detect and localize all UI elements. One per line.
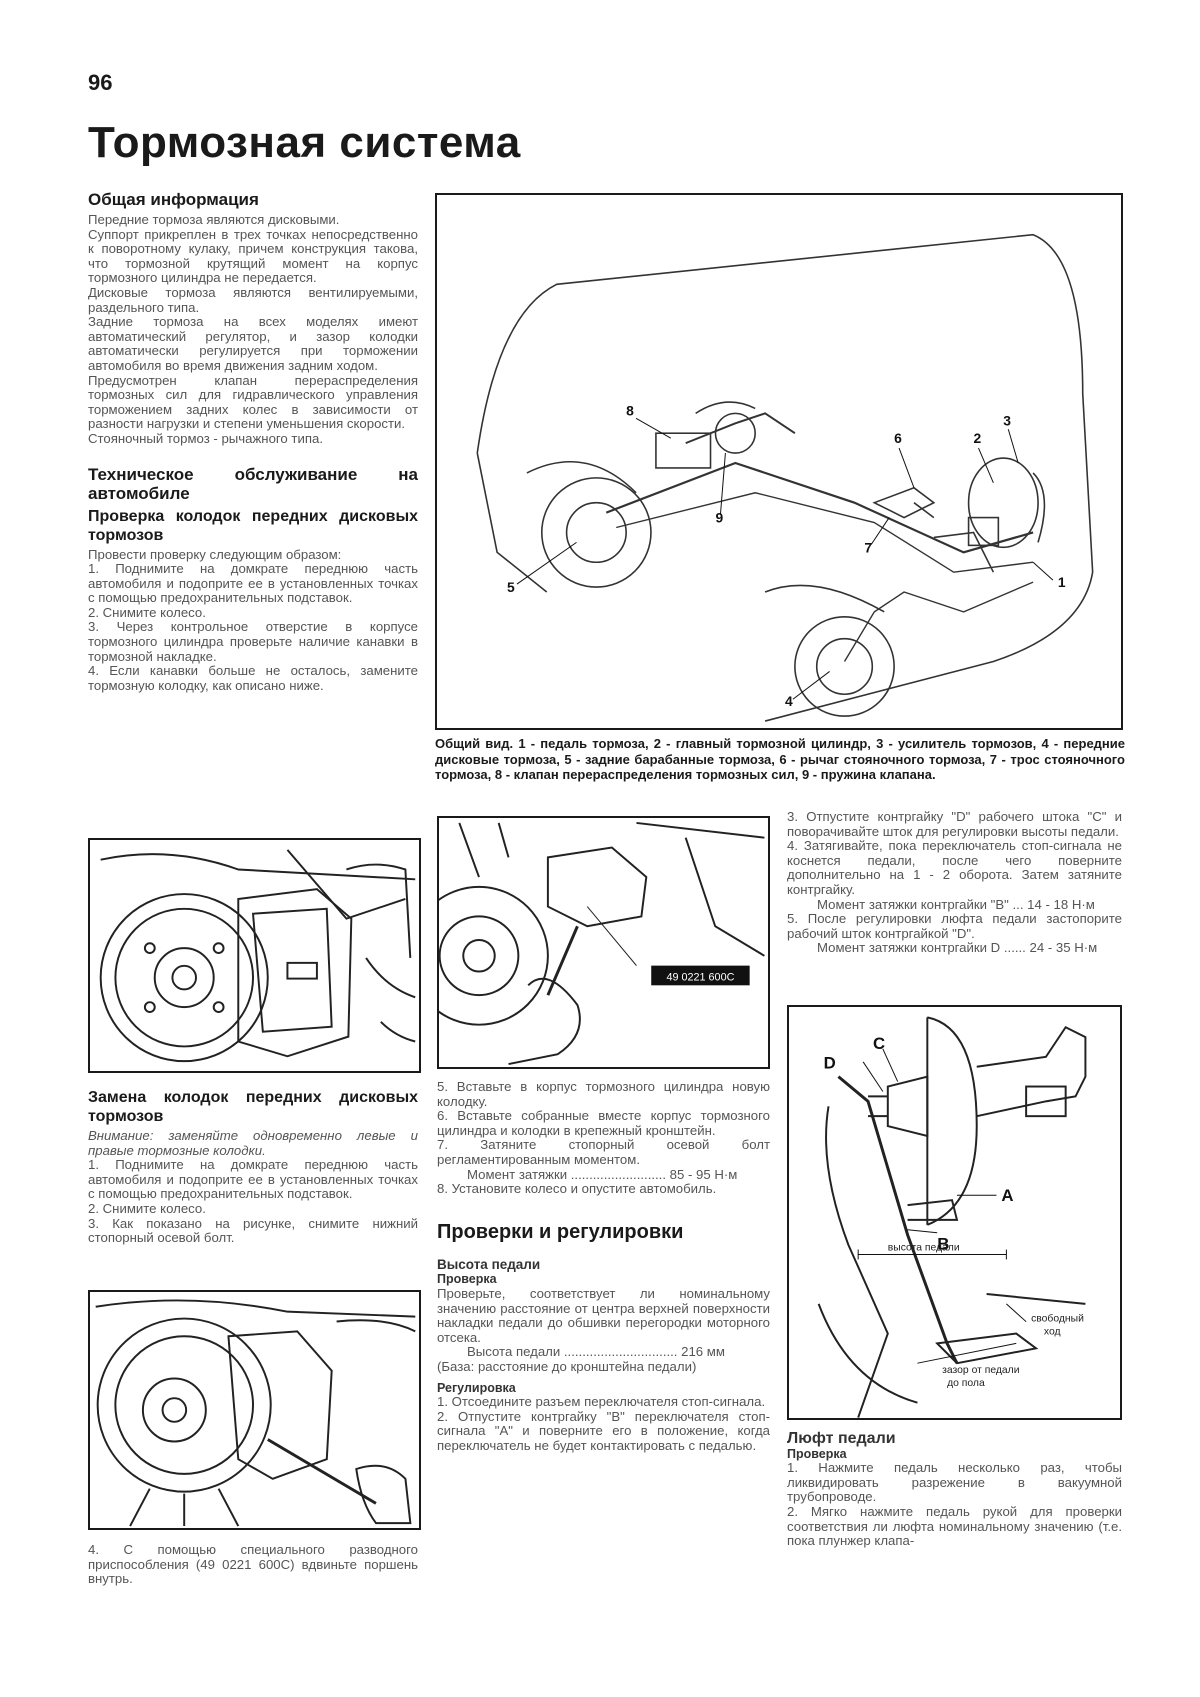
callout-7: 7 [864, 539, 872, 555]
free-play-para: 2. Мягко нажмите педаль рукой для провер… [787, 1503, 1122, 1549]
column-left-bottom: Замена колодок передних дисковых тормозо… [88, 1088, 418, 1246]
adjust-para: 1. Отсоедините разъем переключателя стоп… [437, 1394, 766, 1410]
torque-b: Момент затяжки контргайки "B" ... 14 - 1… [817, 896, 1095, 912]
general-para: Суппорт прикреплен в трех точках непосре… [88, 226, 418, 286]
check-para: Провести проверку следующим образом: [88, 546, 342, 562]
overview-caption: Общий вид. 1 - педаль тормоза, 2 - главн… [435, 736, 1125, 782]
pedal-label-b: B [937, 1235, 949, 1254]
caliper-figure [88, 838, 421, 1073]
check-text: Проверьте, соответствует ли номинальному… [437, 1285, 770, 1345]
column-left-top: Общая информация Передние тормоза являют… [88, 190, 418, 693]
brake-system-overview-figure: 1 2 3 4 5 6 7 8 9 [435, 193, 1123, 730]
base-note: (База: расстояние до кронштейна педали) [437, 1358, 697, 1374]
free-play-heading: Люфт педали [787, 1430, 896, 1447]
check-label: Проверка [437, 1272, 497, 1287]
caliper-illustration [99, 849, 416, 1063]
replace-para: 2. Снимите колесо. [88, 1200, 206, 1216]
page-title: Тормозная система [88, 118, 521, 167]
pedal-figure: A B C D высота педали свободный ход зазо… [787, 1005, 1122, 1420]
pedal-label-c: C [873, 1034, 885, 1053]
tool-label: 49 0221 600C [666, 971, 734, 983]
pedal-label-d: D [824, 1054, 836, 1073]
floor-gap-label-2: до пола [947, 1378, 985, 1389]
bolt-removal-figure [88, 1290, 421, 1530]
pedal-label-a: A [1001, 1186, 1013, 1205]
service-heading: Техническое обслуживание на автомобиле [88, 464, 418, 503]
pedal-adjustment-illustration: A B C D высота педали свободный ход зазо… [817, 1016, 1087, 1418]
callout-3: 3 [1003, 412, 1011, 428]
free-play-check-label: Проверка [787, 1446, 847, 1461]
general-para: Стояночный тормоз - рычажного типа. [88, 430, 323, 446]
check-para: 1. Поднимите на домкрате переднюю часть … [88, 561, 418, 606]
torque-value-1: Момент затяжки .........................… [467, 1166, 738, 1182]
check-para: 4. Если канавки больше не осталось, заме… [88, 663, 418, 693]
general-para: Передние тормоза являются дисковыми. [88, 212, 340, 227]
torque-d: Момент затяжки контргайки D ...... 24 - … [817, 940, 1098, 956]
page-number: 96 [88, 70, 113, 95]
callout-9: 9 [715, 510, 723, 526]
column-right-bottom: Люфт педали Проверка 1. Нажмите педаль н… [787, 1430, 1122, 1549]
replace-para: 3. Как показано на рисунке, снимите нижн… [88, 1215, 418, 1246]
adjust-label: Регулировка [437, 1380, 516, 1395]
pedal-height-label: высота педали [888, 1243, 960, 1254]
callout-4: 4 [785, 693, 793, 709]
adjust-para: 2. Отпустите контргайку "B" переключател… [437, 1408, 770, 1453]
check-pads-heading: Проверка колодок передних дисковых тормо… [88, 507, 418, 544]
middle-step: 5. Вставьте в корпус тормозного цилиндра… [437, 1079, 770, 1109]
general-para: Дисковые тормоза являются вентилируемыми… [88, 284, 418, 315]
replace-note: Внимание: заменяйте одновременно левые и… [88, 1128, 418, 1158]
right-para: 3. Отпустите контргайку "D" рабочего што… [787, 809, 1122, 839]
tool-figure: 49 0221 600C [437, 816, 770, 1069]
checks-heading: Проверки и регулировки [437, 1220, 684, 1243]
pedal-height-value: Высота педали ..........................… [467, 1344, 725, 1360]
check-para: 2. Снимите колесо. [88, 604, 206, 620]
piston-tool-illustration: 49 0221 600C [439, 821, 765, 1066]
check-para: 3. Через контрольное отверстие в корпусе… [88, 619, 418, 664]
callout-2: 2 [974, 430, 982, 446]
column-middle: 5. Вставьте в корпус тормозного цилиндра… [437, 1079, 770, 1453]
middle-step: 8. Установите колесо и опустите автомоби… [437, 1181, 717, 1197]
step4-para: 4. С помощью специального разводного при… [88, 1542, 418, 1587]
free-travel-label-2: ход [1044, 1327, 1061, 1338]
general-heading: Общая информация [88, 190, 259, 209]
free-play-para: 1. Нажмите педаль несколько раз, чтобы л… [787, 1460, 1122, 1505]
general-para: Предусмотрен клапан перераспределения то… [88, 372, 418, 432]
right-para: 5. После регулировки люфта педали застоп… [787, 911, 1122, 941]
floor-gap-label-1: зазор от педали [942, 1365, 1020, 1376]
step4-block: 4. С помощью специального разводного при… [88, 1542, 418, 1587]
free-travel-label-1: свободный [1031, 1313, 1084, 1325]
callout-5: 5 [507, 579, 515, 595]
pedal-height-heading: Высота педали [437, 1256, 541, 1272]
middle-step: 6. Вставьте собранные вместе корпус торм… [437, 1108, 770, 1138]
bolt-removal-illustration [95, 1299, 416, 1527]
van-brake-layout-illustration: 1 2 3 4 5 6 7 8 9 [476, 233, 1094, 722]
callout-8: 8 [626, 402, 634, 418]
replace-para: 1. Поднимите на домкрате переднюю часть … [88, 1157, 418, 1202]
middle-step: 7. Затяните стопорный осевой болт реглам… [437, 1137, 770, 1167]
right-para: 4. Затягивайте, пока переключатель стоп-… [787, 838, 1122, 897]
replace-pads-heading: Замена колодок передних дисковых тормозо… [88, 1089, 418, 1125]
callout-1: 1 [1058, 574, 1066, 590]
column-right-top: 3. Отпустите контргайку "D" рабочего што… [787, 809, 1122, 956]
callout-6: 6 [894, 430, 902, 446]
general-para: Задние тормоза на всех моделях имеют авт… [88, 314, 418, 373]
